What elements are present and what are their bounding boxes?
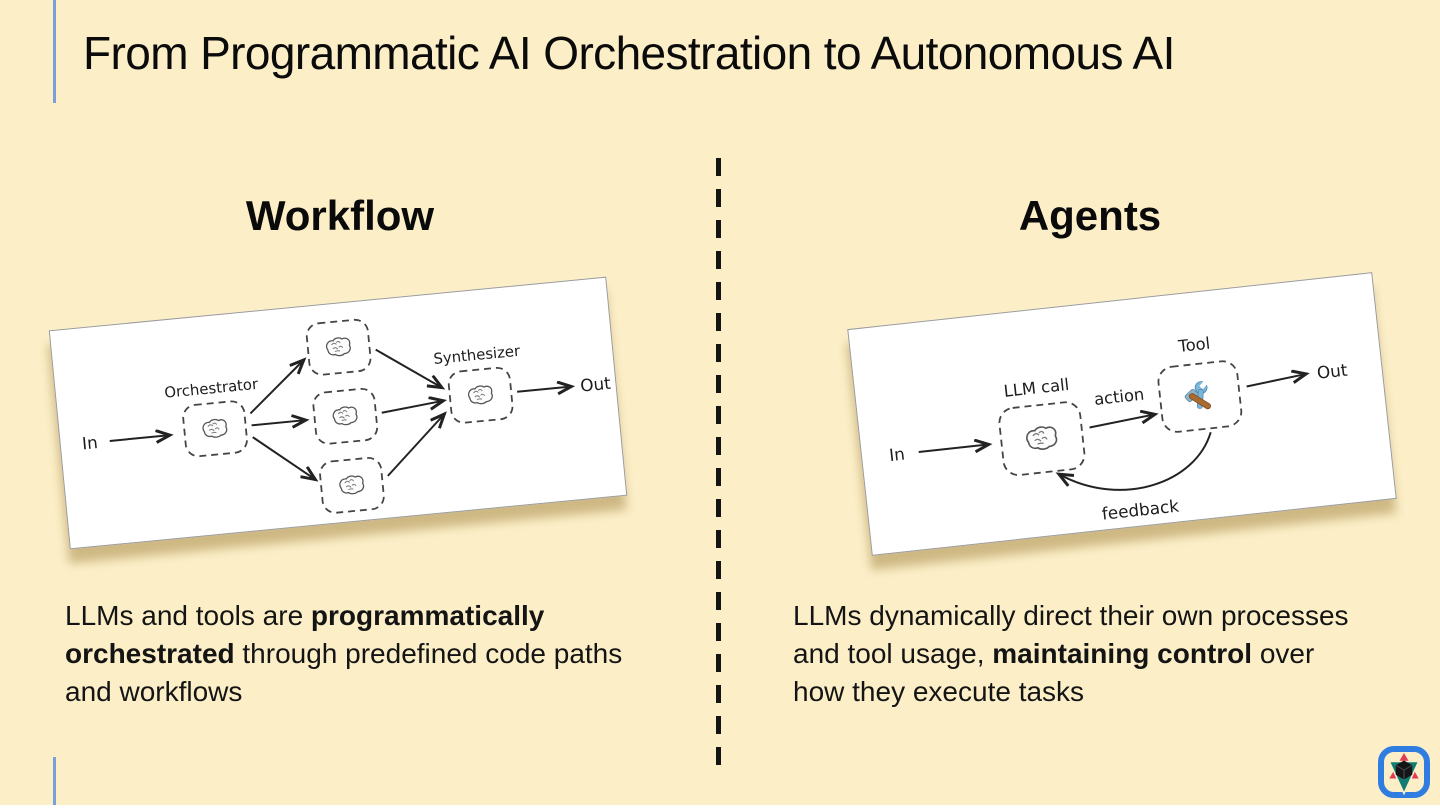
arrow-converge-top [375, 348, 441, 393]
feedback-arrow [1057, 431, 1212, 491]
out-label: Out [1316, 360, 1349, 383]
bottom-edge-strip [0, 805, 1440, 810]
action-label: action [1093, 385, 1145, 409]
tool-box [1157, 360, 1243, 433]
brain-icon [201, 417, 229, 439]
arrow-converge-bottom [387, 415, 449, 477]
synthesizer-box [447, 366, 514, 424]
brain-icon [1025, 424, 1059, 452]
arrow-fan-top [249, 361, 308, 415]
agents-caption: LLMs dynamically direct their own proces… [793, 600, 1349, 707]
in-label: In [81, 432, 98, 453]
workflow-diagram: In Orchestrator Synthesizer Out [81, 318, 612, 514]
agents-diagram-card: In LLM call action Tool Out feedb [847, 272, 1397, 556]
out-label: Out [579, 373, 612, 396]
arrow-to-out [1246, 374, 1306, 388]
brain-icon [325, 336, 352, 358]
workflow-caption: LLMs and tools are programmatically orch… [65, 600, 623, 707]
brain-icon [467, 384, 494, 406]
llm-call-box [998, 401, 1086, 476]
accent-line-top [53, 0, 56, 103]
orchestrator-box [182, 400, 248, 458]
arrow-fan-bottom [252, 436, 315, 485]
prism-star-logo [1378, 746, 1430, 798]
brain-icon [331, 405, 359, 427]
worker-box-bottom [319, 457, 385, 514]
accent-line-bottom [53, 757, 56, 810]
llm-call-label: LLM call [1003, 375, 1070, 401]
workflow-heading: Workflow [245, 192, 435, 239]
arrow-fan-mid [251, 420, 305, 425]
in-label: In [888, 444, 906, 466]
feedback-label: feedback [1101, 496, 1180, 524]
agents-diagram: In LLM call action Tool Out feedb [888, 334, 1349, 524]
arrow-converge-mid [381, 401, 443, 414]
arrow-in-to-llm [918, 445, 988, 452]
synthesizer-label: Synthesizer [433, 342, 522, 368]
tool-label: Tool [1176, 334, 1211, 356]
hammer-wrench-icon [1184, 380, 1212, 410]
brain-icon [338, 474, 365, 496]
arrow-in-to-orchestrator [109, 435, 169, 441]
worker-box-mid [312, 387, 379, 445]
agents-heading: Agents [1018, 192, 1162, 239]
arrow-action [1089, 415, 1155, 429]
arrow-to-out [517, 387, 570, 392]
worker-box-top [305, 318, 372, 376]
dashed-divider [716, 158, 721, 774]
workflow-diagram-card: In Orchestrator Synthesizer Out [48, 276, 628, 550]
page-title: From Programmatic AI Orchestration to Au… [83, 27, 1175, 79]
orchestrator-label: Orchestrator [164, 375, 260, 402]
